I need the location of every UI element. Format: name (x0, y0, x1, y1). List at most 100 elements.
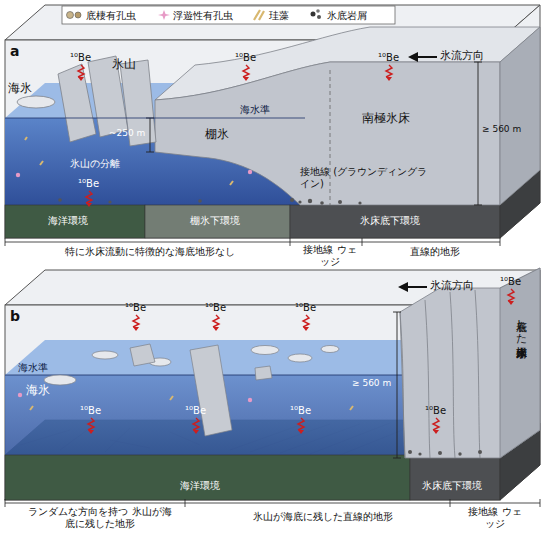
debris-b-part (408, 450, 412, 454)
be10-squiggle (88, 418, 94, 430)
seabed-b-part (5, 455, 410, 500)
seabed-a-part (5, 205, 145, 238)
ice-sheet-a-part (500, 27, 540, 205)
debris-b (408, 450, 482, 456)
bracket-a-part (5, 242, 500, 243)
debris-b-part (438, 451, 442, 455)
figure-label: 海水準 (18, 362, 48, 374)
legend-box (62, 6, 395, 24)
water-b (5, 340, 445, 455)
legend-symbols-part (75, 12, 81, 18)
grounded-ice-b (400, 268, 540, 458)
flow-arrow-b (398, 282, 427, 292)
debris-a-part (338, 200, 342, 204)
dimension-lines-a (5, 62, 482, 205)
debris-a-part (198, 199, 202, 203)
grounded-ice-b-part (500, 268, 540, 458)
debris-a (58, 198, 361, 205)
seabed-a-part (145, 205, 290, 238)
bracket-b (5, 499, 540, 507)
be10-arrowhead (86, 203, 92, 207)
figure-label: 氷山 (112, 58, 136, 72)
figure-label: ≥ 560 m (482, 124, 521, 134)
figure-label: a (10, 43, 19, 59)
debris-a-part (298, 200, 301, 203)
bracket-a-part (290, 238, 291, 246)
legend-text: 底棲有孔虫 (86, 9, 136, 23)
bracket-b-part (5, 499, 6, 507)
microfossils-a-part (25, 137, 233, 185)
debris-b-part (478, 450, 482, 454)
grounded-ice-b-part (400, 268, 540, 458)
figure-label: 海洋環境 (180, 480, 220, 492)
icebergs-a-part (17, 96, 55, 108)
be10-squiggle (86, 191, 92, 203)
be10-squiggle (133, 315, 139, 327)
be10-squiggle (243, 65, 249, 77)
flow-arrow-a (408, 52, 437, 62)
be10-arrowhead (386, 77, 392, 81)
flow-arrow-a-part (408, 52, 418, 62)
bracket-b-part (5, 503, 540, 504)
figure-label: 氷床底下環境 (422, 480, 482, 492)
debris-a-part (58, 198, 62, 202)
be10-squiggle (303, 315, 309, 327)
figure-label: 南極氷床 (362, 112, 410, 126)
dimension-lines-b-part (393, 458, 401, 459)
debris-a-part (290, 198, 294, 202)
figure-label: 接地線 (グラウンディングライン) (300, 166, 428, 189)
figure-label: 氷流方向 (440, 50, 484, 63)
debris-b-part (418, 452, 421, 455)
bracket-b-part (185, 499, 186, 507)
be10-squiggle (298, 418, 304, 430)
icebergs-a (17, 56, 156, 146)
be10-squiggle (508, 289, 514, 301)
be10-squiggle (386, 65, 392, 77)
flow-arrow-b-part (406, 286, 427, 288)
bracket-a-part (362, 238, 363, 246)
microfossils-b-part (248, 398, 252, 402)
flow-arrow-b-part (398, 282, 408, 292)
be10-squiggle (193, 418, 199, 430)
be10-arrowhead (213, 327, 219, 331)
dimension-lines-b-part (397, 312, 398, 458)
isotope-label: ¹⁰Be (378, 52, 399, 64)
figure-label: ≥ 560 m (352, 378, 391, 388)
isotope-label: ¹⁰Be (425, 405, 446, 417)
be10-arrowhead (133, 327, 139, 331)
ice-sheet-a (155, 27, 540, 205)
isotope-label: ¹⁰Be (80, 405, 101, 417)
dimension-lines-a-part (474, 205, 482, 206)
bracket-a-part (5, 238, 6, 246)
figure-label: ~250 m (109, 128, 145, 138)
dimension-lines-a-part (150, 118, 151, 152)
figure-label: 氷山が海底に残した直線的地形 (228, 511, 418, 523)
floating-ice-b (44, 344, 339, 436)
legend-symbols-part (311, 12, 316, 17)
figure-label: 氷山の分離 (70, 158, 120, 170)
microfossils-a-part (16, 173, 20, 177)
bracket-a (5, 238, 500, 246)
figure-label: 棚氷下環境 (190, 215, 240, 227)
flow-arrow-a-part (416, 56, 437, 58)
be10-squiggle (78, 65, 84, 77)
figure-label: 棚氷 (205, 128, 229, 142)
isotope-label: ¹⁰Be (235, 52, 256, 64)
microfossils-a (16, 137, 252, 185)
dimension-lines-a-part (146, 152, 154, 153)
legend-symbols-part (317, 15, 321, 19)
figure-label: 海洋環境 (48, 215, 88, 227)
seabed-a-part (290, 205, 500, 238)
figure-label: 氷流方向 (430, 280, 474, 293)
figure-label: 直線的地形 (380, 246, 490, 258)
legend-symbols-part (254, 10, 264, 20)
debris-a-part (320, 201, 324, 205)
bracket-b-part (450, 499, 451, 507)
floating-ice-b-part (92, 351, 118, 359)
be10-arrowhead (298, 430, 304, 434)
debris-a-part (308, 199, 312, 203)
bracket-a-part (500, 238, 501, 246)
floating-ice-b-part (130, 344, 155, 366)
figure-label: 海水準 (240, 104, 270, 116)
water-b-part (5, 340, 445, 375)
